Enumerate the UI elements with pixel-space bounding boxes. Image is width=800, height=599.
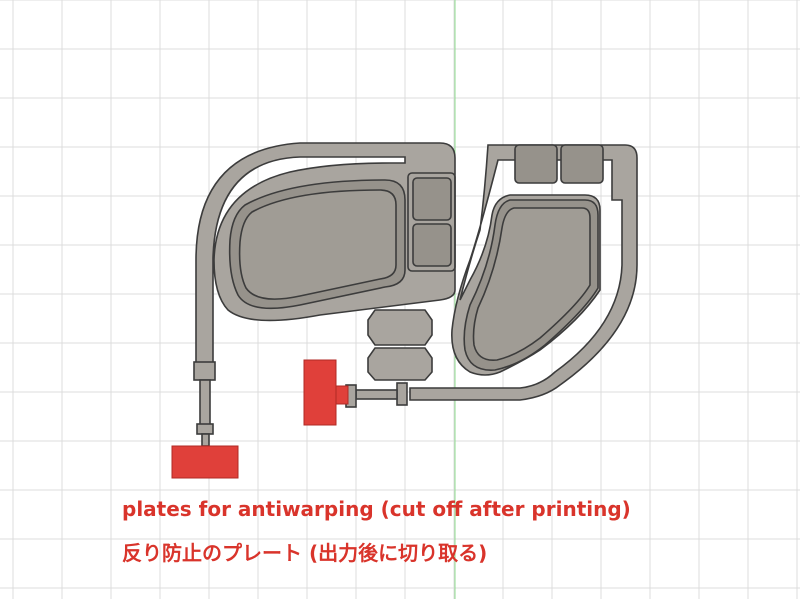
left-part-pocket-inner — [238, 189, 397, 300]
left-stem-collar — [193, 361, 216, 381]
right-part-cutout-2 — [560, 144, 604, 184]
left-part-cutout-2 — [412, 223, 452, 267]
pad-upper — [367, 309, 433, 346]
right-part — [345, 144, 638, 408]
right-stem — [355, 389, 398, 400]
antiwarp-plate-right — [303, 359, 337, 426]
right-stem-connector — [396, 382, 408, 406]
left-stem-joint — [196, 423, 214, 435]
left-stem-neck — [201, 433, 210, 447]
pad-lower — [367, 347, 433, 381]
left-part-cutout-frame — [407, 172, 456, 272]
caption-line-japanese: 反り防止のプレート (出力後に切り取る) — [122, 541, 488, 565]
left-part-cutout-1 — [412, 177, 452, 221]
left-stem — [199, 379, 211, 426]
right-part-cutout-1 — [514, 144, 558, 184]
left-part — [193, 142, 456, 447]
antiwarp-plate-left — [171, 445, 239, 479]
right-part-pocket-inner — [472, 207, 591, 362]
loose-pads — [367, 309, 433, 381]
caption-line-english: plates for antiwarping (cut off after pr… — [122, 497, 631, 521]
